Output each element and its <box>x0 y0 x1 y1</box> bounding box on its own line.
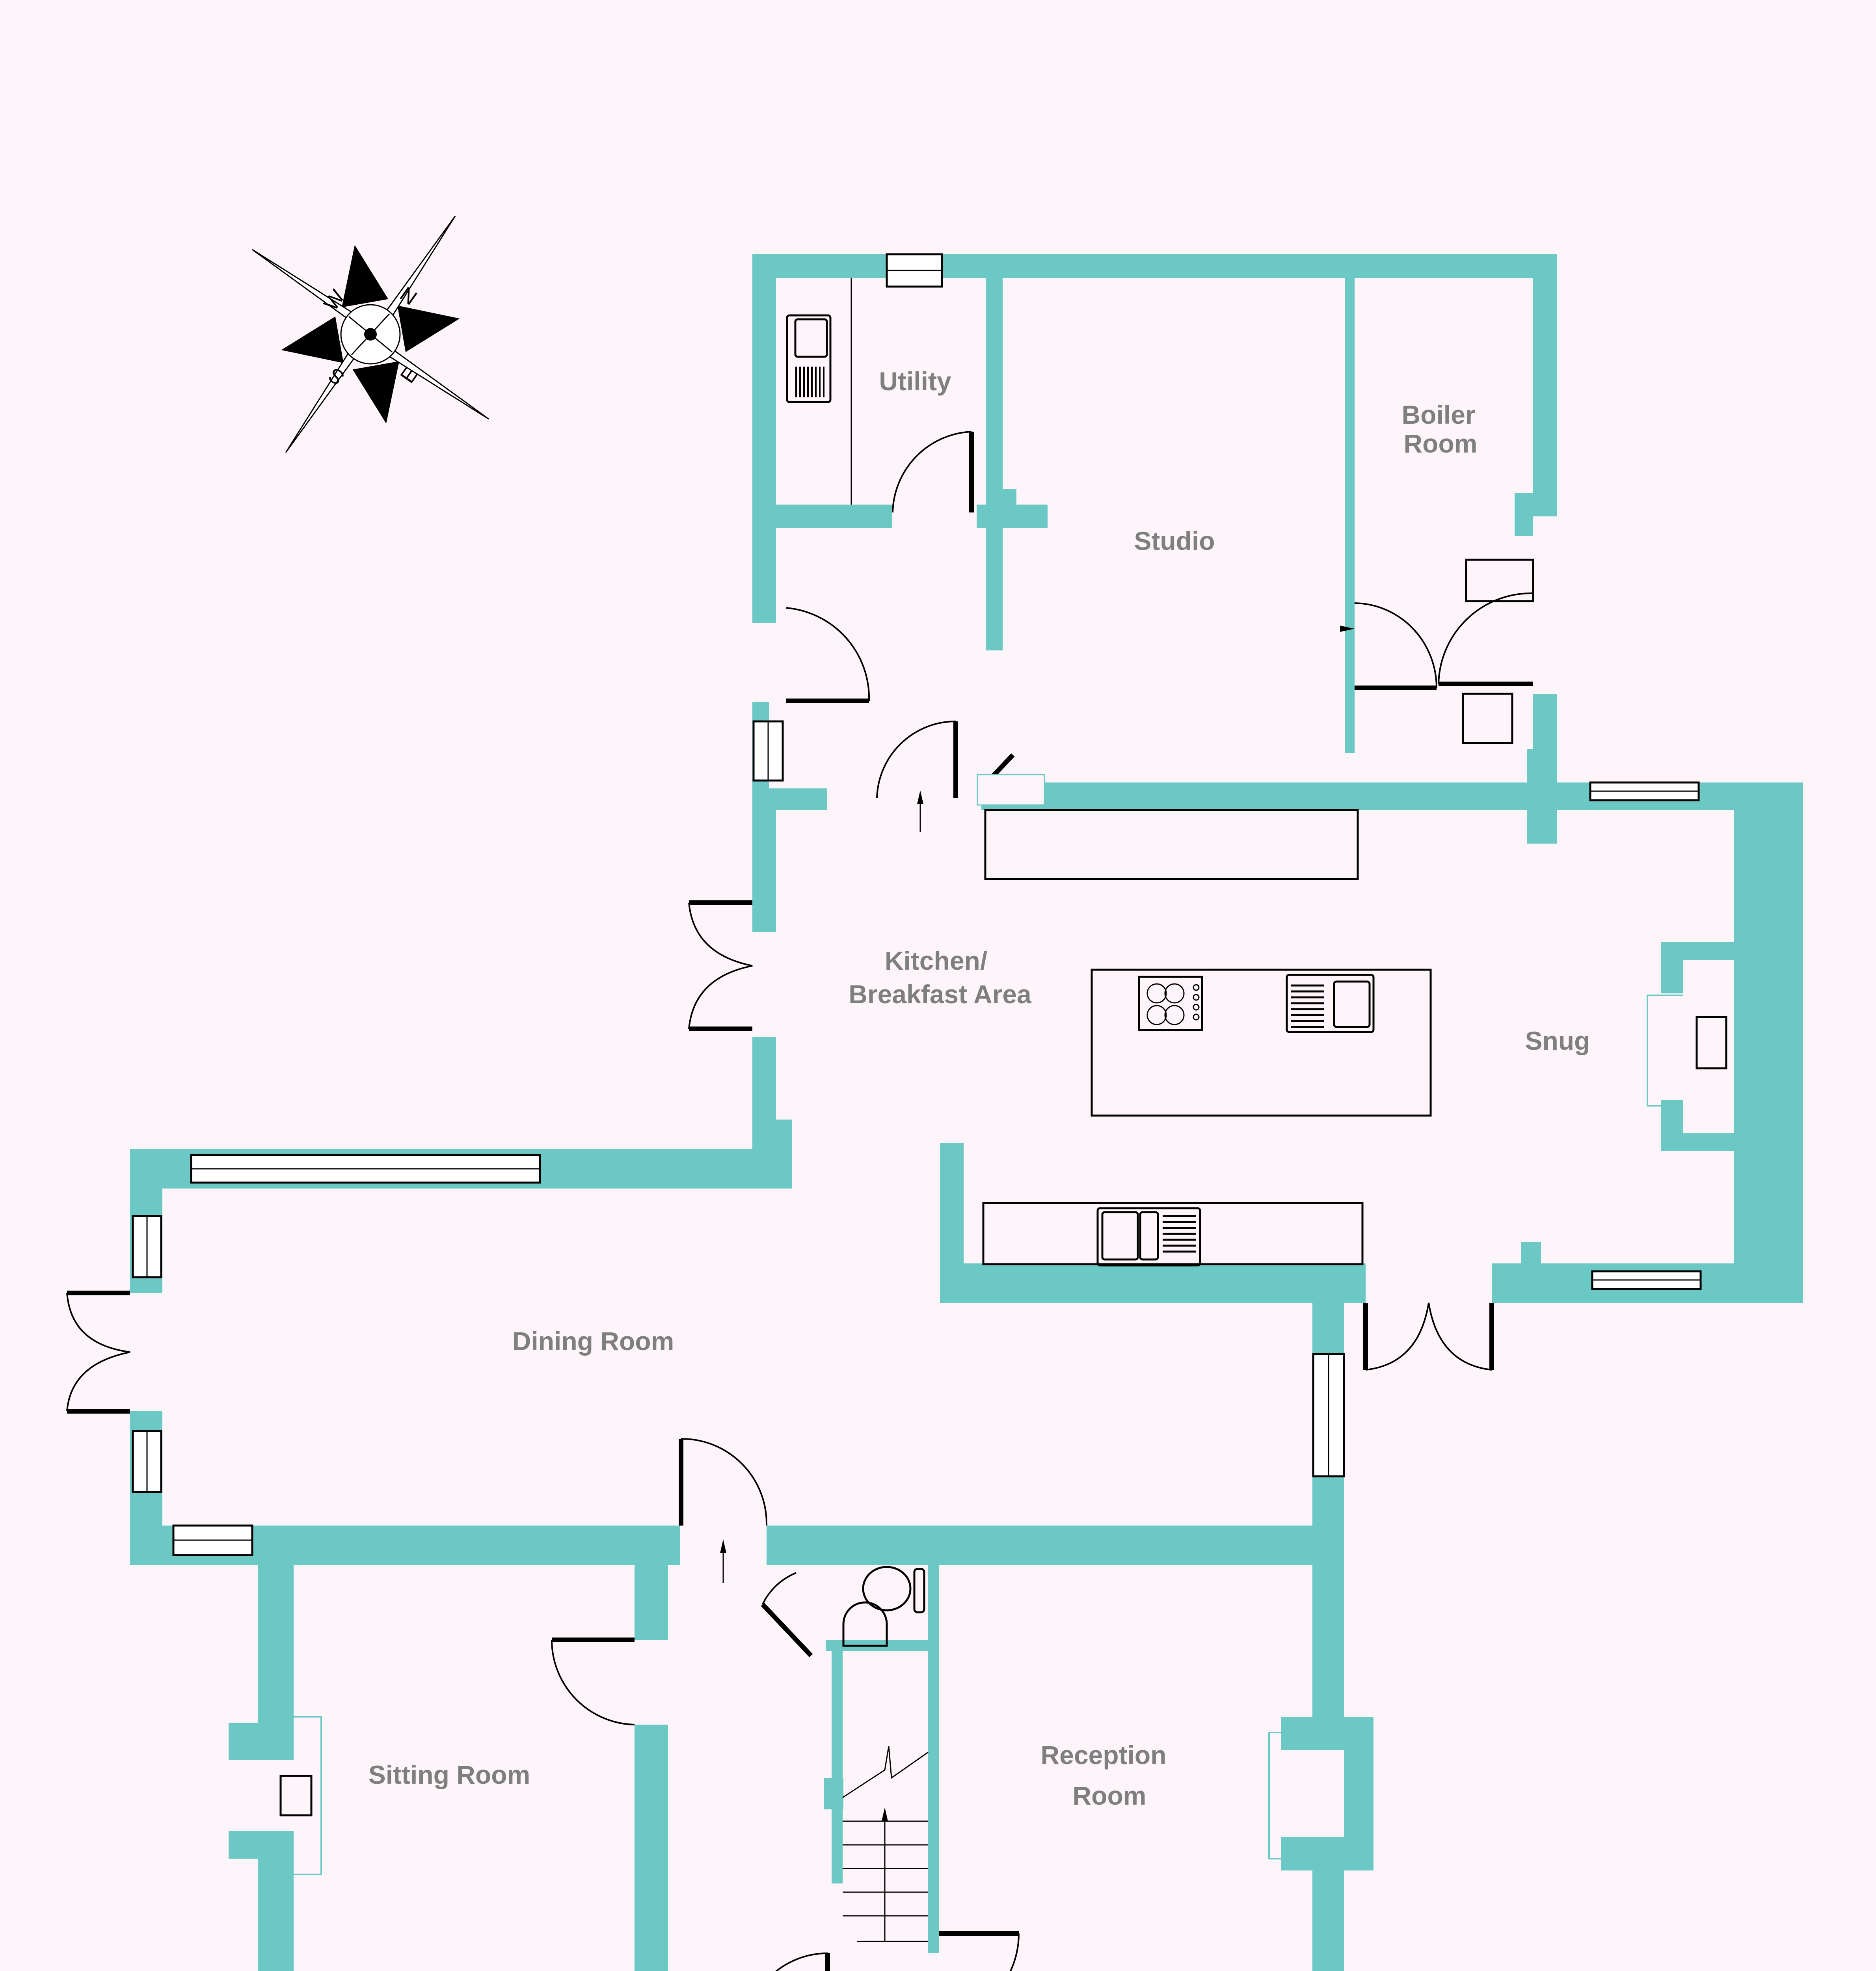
wc-basin-icon <box>842 1601 888 1647</box>
double-sink-icon <box>1096 1207 1201 1267</box>
label-dining-room: Dining Room <box>512 1326 674 1356</box>
staircase <box>842 1746 929 1942</box>
boiler-unit <box>1465 559 1534 602</box>
kitchen-lower-counter <box>982 1202 1364 1265</box>
label-boiler-room-2: Room <box>1404 429 1478 458</box>
fixtures <box>229 278 1727 1942</box>
label-studio: Studio <box>1134 526 1215 555</box>
walls <box>130 254 1803 1971</box>
label-reception-room-1: Reception <box>1040 1740 1166 1770</box>
label-boiler-room-1: Boiler <box>1401 400 1475 429</box>
kitchen-counter <box>984 809 1359 880</box>
snug-fireplace-icon <box>1695 1016 1727 1069</box>
label-reception-room-2: Room <box>1073 1781 1146 1810</box>
hob-icon <box>1138 976 1203 1031</box>
sitting-fireplace-icon <box>279 1775 313 1816</box>
windows <box>132 253 1702 1556</box>
label-snug: Snug <box>1525 1026 1590 1055</box>
doors <box>66 431 1534 1971</box>
utility-sink-icon <box>786 314 832 403</box>
compass-n: N <box>396 283 421 310</box>
label-sitting-room: Sitting Room <box>368 1760 530 1789</box>
kitchen-island <box>1091 969 1432 1117</box>
label-utility: Utility <box>879 367 951 396</box>
compass-rose-icon: N E S W <box>252 216 489 453</box>
boiler-cylinder <box>1462 693 1513 744</box>
label-kitchen-1: Kitchen/ <box>885 946 987 975</box>
room-labels: Utility Studio Boiler Room Kitchen/ Brea… <box>368 367 1590 1810</box>
island-sink-icon <box>1286 974 1375 1033</box>
label-kitchen-2: Breakfast Area <box>849 980 1032 1009</box>
toilet-icon <box>862 1566 912 1611</box>
